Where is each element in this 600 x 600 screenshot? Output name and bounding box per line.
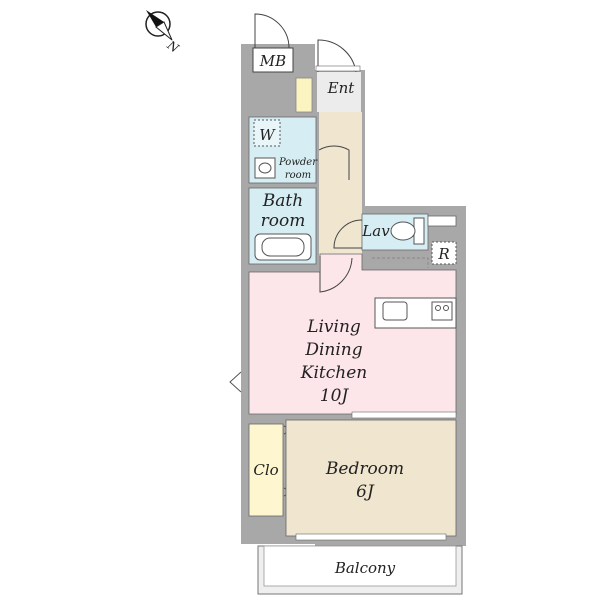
entrance-door — [315, 65, 361, 72]
compass-arrow-icon — [146, 10, 164, 27]
entrance: Ent — [295, 39, 361, 113]
ldk-door-swing — [319, 256, 353, 293]
powder-room-label-2: room — [285, 170, 311, 181]
kitchen-upper-cabinet — [372, 257, 429, 268]
kitchen-sink-icon — [382, 301, 408, 321]
balcony-inner — [263, 545, 457, 587]
corridor — [319, 112, 362, 272]
window-top-right — [427, 215, 457, 227]
powder-room-label-1: Powder — [278, 157, 318, 168]
ldk-label-2: Dining — [304, 340, 362, 360]
powder-room: W Powder room — [248, 116, 318, 184]
ldk-label-3: Kitchen — [300, 363, 367, 383]
compass-tail — [155, 21, 173, 41]
burner-icon — [435, 305, 441, 311]
balcony: Balcony — [257, 545, 463, 595]
lavatory-label: Lav — [361, 222, 390, 240]
bedroom-floor — [285, 419, 457, 537]
ldk-label-4: 10J — [320, 386, 350, 406]
meter-box-label: MB — [259, 52, 286, 70]
closet: Clo — [248, 423, 294, 517]
meter-box: MB — [252, 13, 294, 73]
bath-room-label-1: Bath — [262, 191, 303, 211]
bathtub-basin — [261, 237, 305, 257]
toilet-icon — [390, 221, 416, 241]
lavatory-door-swing — [333, 219, 363, 249]
refrigerator-space: R — [427, 215, 457, 265]
powder-door-swing — [318, 145, 350, 180]
bedroom-label-1: Bedroom — [325, 459, 404, 479]
mb-door-swing — [254, 13, 290, 49]
compass: N — [145, 10, 182, 56]
side-window — [229, 371, 242, 393]
refrigerator-box — [431, 241, 457, 265]
washer-label: W — [259, 126, 276, 144]
entrance-door-swing — [317, 39, 357, 73]
balcony-window — [295, 533, 447, 541]
bath-room: Bath room — [248, 187, 317, 265]
shoe-cabinet — [295, 77, 313, 113]
closet-label: Clo — [253, 461, 278, 479]
sink-basin-icon — [258, 162, 272, 174]
stove-icon — [431, 301, 453, 321]
entrance-floor — [317, 72, 361, 112]
bath-room-label-2: room — [261, 211, 306, 231]
sliding-door — [351, 411, 457, 419]
entrance-label: Ent — [327, 79, 356, 97]
washer-pan — [253, 119, 281, 147]
burner-icon — [443, 305, 449, 311]
lavatory: Lav — [333, 213, 429, 251]
living-dining-kitchen: Living Dining Kitchen 10J — [229, 253, 457, 419]
ldk-label-1: Living — [306, 317, 361, 337]
closet-floor — [248, 423, 284, 517]
compass-label: N — [164, 37, 182, 55]
refrigerator-label: R — [437, 245, 449, 263]
balcony-label: Balcony — [334, 559, 396, 577]
bedroom: Bedroom 6J — [285, 419, 457, 541]
meter-box-shape — [252, 47, 294, 73]
bedroom-label-2: 6J — [356, 482, 375, 502]
